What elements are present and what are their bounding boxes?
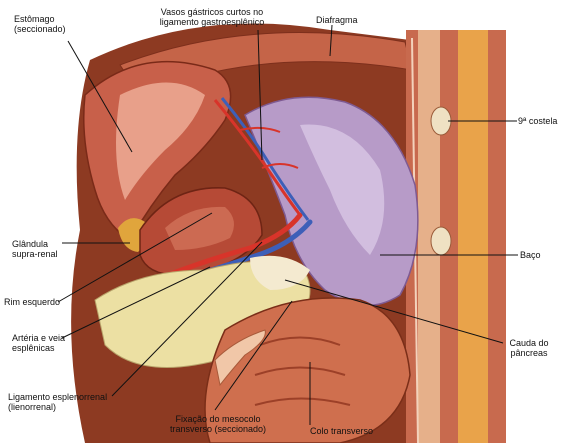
label-stomach-line1: Estômago [14,14,55,24]
label-stomach-line2: (seccionado) [14,24,66,34]
label-suprarenal-line1: Glândula [12,239,49,249]
label-rib: 9ª costela [518,116,557,126]
label-splenic-vessels: Artéria e veia esplênicas [12,333,65,353]
label-diaphragm-text: Diafragma [316,15,358,25]
label-diaphragm: Diafragma [316,15,358,25]
label-splenorenal-line1: Ligamento esplenorrenal [8,392,108,402]
label-spleen-text: Baço [520,250,541,260]
label-rib-text: 9ª costela [518,116,558,126]
label-colon: Colo transverso [310,426,373,436]
label-mesocolon-line1: Fixação do mesocolo [175,414,261,424]
rib-10-section [430,226,452,256]
label-pancreas-tail-line1: Cauda do [509,338,549,348]
rib-9-section [430,106,452,136]
label-pancreas-tail: Cauda do pâncreas [500,338,558,358]
label-suprarenal-line2: supra-renal [12,249,58,259]
label-kidney: Rim esquerdo [4,297,60,307]
label-splenic-vessels-line1: Artéria e veia [12,333,66,343]
label-mesocolon-line2: transverso (seccionado) [169,424,267,434]
label-kidney-text: Rim esquerdo [4,297,61,307]
spleen-highlight [300,124,385,255]
label-gastric-vessels: Vasos gástricos curtos no ligamento gast… [148,7,276,27]
label-splenorenal-line2: (lienorrenal) [8,402,57,412]
label-suprarenal: Glândula supra-renal [12,239,58,259]
short-gastric-vein [220,97,310,221]
label-splenorenal: Ligamento esplenorrenal (lienorrenal) [8,392,107,412]
label-spleen: Baço [520,250,541,260]
label-mesocolon: Fixação do mesocolo transverso (secciona… [160,414,276,434]
label-colon-text: Colo transverso [310,426,374,436]
short-gastric-artery [213,99,302,216]
label-pancreas-tail-line2: pâncreas [510,348,548,358]
label-splenic-vessels-line2: esplênicas [12,343,55,353]
label-gastric-vessels-line2: ligamento gastroesplênico [159,17,265,27]
label-stomach: Estômago (seccionado) [14,14,66,34]
stomach-cut-surface [116,82,205,200]
label-gastric-vessels-line1: Vasos gástricos curtos no [160,7,264,17]
rib-band-2 [458,30,488,443]
